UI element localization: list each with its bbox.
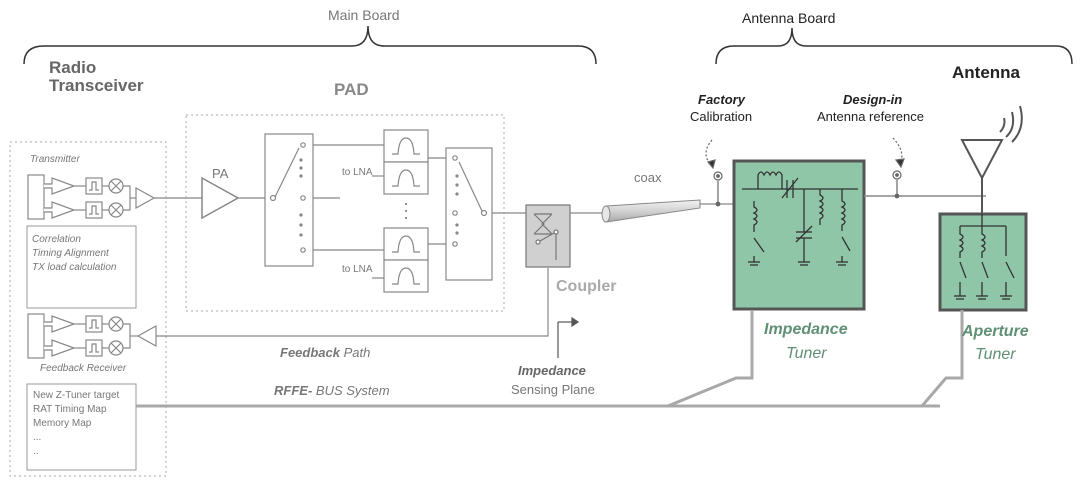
duplexer-top [383,129,429,195]
antenna-symbol [960,139,1004,214]
feedback-path [156,268,549,337]
coax-cable [601,199,701,223]
memory-line-1: New Z-Tuner target [33,390,120,401]
calibration-label: Calibration [690,109,753,124]
duplexer-bottom [383,227,429,293]
antenna-board-brace [715,27,1073,65]
aperture-tuner-label-line1: Aperture [962,323,1029,340]
rffe-bus-label: RFFE- BUS System [274,383,390,398]
to-lna-bottom-label: to LNA [342,264,373,275]
sensing-plane-label: Sensing Plane [511,382,595,397]
correlation-box [26,225,137,309]
antenna-waves [999,105,1023,143]
antenna-reference-label: Antenna reference [817,109,924,124]
feedback-path-label: Feedback Path [280,345,371,360]
memory-line-5: .. [33,446,39,457]
correlation-line-3: TX load calculation [32,262,117,273]
pad-title: PAD [334,80,369,99]
band-switch-left [264,133,314,267]
pa-label: PA [212,166,229,181]
feedback-receiver-label: Feedback Receiver [40,363,127,374]
radio-transceiver-title-line2: Transceiver [49,76,144,95]
aperture-tuner-block [938,212,1028,312]
coupler-label: Coupler [556,278,617,295]
correlation-line-1: Correlation [32,234,81,245]
memory-line-3: Memory Map [33,418,92,429]
impedance-sensing-label-bold: Impedance [518,363,586,378]
antenna-title: Antenna [952,63,1020,82]
memory-line-2: RAT Timing Map [33,404,107,415]
impedance-tuner-label-line1: Impedance [764,321,848,338]
coupler-symbol [525,204,571,268]
design-in-connector [892,137,905,199]
factory-label: Factory [698,92,745,107]
sensing-plane-marker [557,316,580,358]
main-board-brace [23,25,597,65]
to-lna-top-label: to LNA [342,167,373,178]
transmitter-label: Transmitter [30,154,80,165]
rffe-bus [136,310,964,408]
design-in-label: Design-in [843,92,903,107]
correlation-line-2: Timing Alignment [32,248,109,259]
memory-map-box [26,383,137,471]
pa-symbol [201,176,240,220]
feedback-receiver-chain [27,313,157,359]
impedance-tuner-label-line2: Tuner [786,345,827,362]
factory-cal-connector [705,139,723,207]
impedance-tuner-block [732,159,866,311]
antenna-board-label: Antenna Board [742,10,836,26]
coax-label: coax [634,170,662,185]
main-board-label: Main Board [328,7,400,23]
memory-line-4: ... [33,432,42,443]
band-switch-right [445,147,493,281]
radio-transceiver-title-line1: Radio [49,58,97,77]
transmitter-chain [27,174,156,220]
aperture-tuner-label-line2: Tuner [975,346,1016,363]
